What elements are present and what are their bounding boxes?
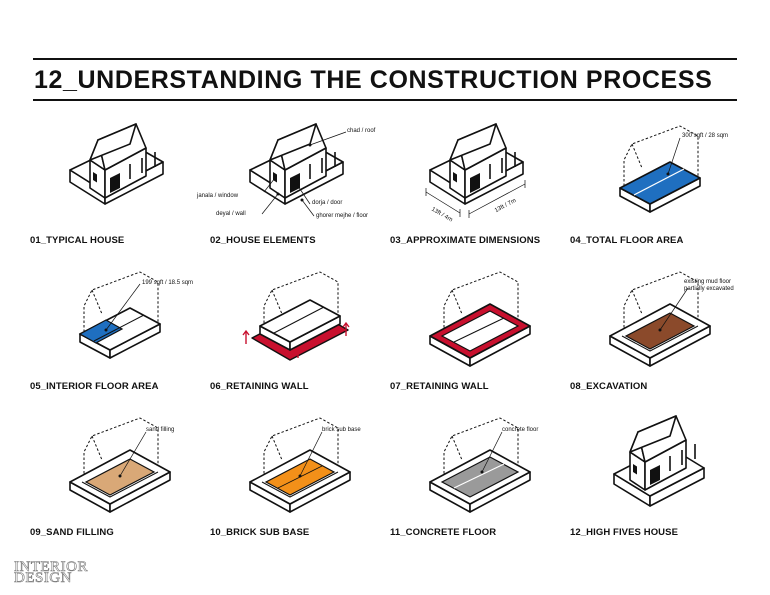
dimensions-drawing: [425, 123, 526, 218]
panel-label: 03_APPROXIMATE DIMENSIONS: [390, 235, 541, 246]
doorway-dark: [470, 173, 480, 193]
annotation-interior-area: 199 sqft / 18.5 sqm: [142, 280, 194, 286]
logo-line-1: INTERIOR: [14, 559, 88, 575]
panel-label: 02_HOUSE ELEMENTS: [210, 235, 316, 246]
retaining-wall-2-drawing: [429, 271, 531, 367]
panel-label: 08_EXCAVATION: [570, 381, 648, 392]
panel-label: 12_HIGH FIVES HOUSE: [570, 527, 679, 538]
panel-concrete-floor: concrete floor 11_CONCRETE FLOOR: [390, 410, 570, 545]
annotation-door: dorja / door: [312, 200, 343, 206]
panel-house-elements: chad / roof janala / window deyal / wall…: [197, 118, 390, 253]
panel-approximate-dimensions: 13ft / 4m 13ft / 7m 03_APPROXIMATE DIMEN…: [390, 118, 570, 253]
panel-label: 04_TOTAL FLOOR AREA: [570, 235, 684, 246]
interior-floor-area-drawing: [78, 271, 161, 359]
brick-sub-base-drawing: [249, 417, 351, 513]
panel-total-floor-area: 300 sqft / 28 sqm 04_TOTAL FLOOR AREA: [570, 118, 750, 253]
high-fives-house-drawing: [613, 415, 705, 507]
total-floor-area-drawing: [619, 125, 701, 213]
title-rule-top: [33, 58, 737, 60]
house-outline-dashed: [623, 125, 699, 186]
doorway-dark: [110, 173, 120, 193]
panel-interior-floor-area: 199 sqft / 18.5 sqm 05_INTERIOR FLOOR AR…: [30, 264, 210, 399]
interior-area-fill: [78, 319, 124, 344]
panel-label: 01_TYPICAL HOUSE: [30, 235, 125, 246]
panel-retaining-wall-2: 07_RETAINING WALL: [390, 264, 570, 399]
retaining-wall-1-drawing: [242, 271, 350, 361]
logo-line-2: DESIGN: [14, 570, 72, 586]
leader-lines: [261, 131, 347, 217]
annotation-wall: deyal / wall: [216, 211, 246, 217]
window-dark: [93, 172, 97, 183]
annotation-total-area: 300 sqft / 28 sqm: [682, 133, 729, 139]
title-rule-bottom: [33, 99, 737, 101]
doorway-dark: [650, 465, 660, 485]
panel-sand-filling: sand filling 09_SAND FILLING: [30, 410, 210, 545]
panel-label: 05_INTERIOR FLOOR AREA: [30, 381, 159, 392]
doorway-dark: [290, 173, 300, 193]
panel-typical-house: 01_TYPICAL HOUSE: [30, 118, 210, 253]
panel-label: 09_SAND FILLING: [30, 527, 114, 538]
interior-design-logo: INTERIOR DESIGN: [14, 559, 88, 586]
panel-retaining-wall-1: 06_RETAINING WALL: [210, 264, 390, 399]
panel-label: 10_BRICK SUB BASE: [210, 527, 310, 538]
panel-label: 06_RETAINING WALL: [210, 381, 309, 392]
dimension-lines: [425, 180, 526, 218]
annotation-excavation-2: partially excavated: [684, 286, 734, 292]
annotation-concrete: concrete floor: [502, 427, 539, 433]
annotation-excavation-1: existing mud floor: [684, 279, 732, 285]
sand-filling-drawing: [69, 417, 171, 513]
floor-area-fill: [619, 161, 701, 205]
page-title: 12_UNDERSTANDING THE CONSTRUCTION PROCES…: [34, 66, 713, 94]
window-dark: [633, 464, 637, 475]
panel-high-fives-house: 12_HIGH FIVES HOUSE: [570, 410, 750, 545]
panel-excavation: existing mud floor partially excavated 0…: [570, 264, 750, 399]
annotation-brick: brick sub base: [322, 427, 361, 433]
raise-arrows: [242, 321, 350, 358]
annotation-floor: ghorer mejhe / floor: [316, 213, 369, 219]
typical-house-drawing: [69, 123, 164, 205]
window-dark: [453, 172, 457, 183]
annotation-sand: sand filling: [146, 427, 175, 433]
annotation-roof: chad / roof: [347, 128, 376, 134]
excavation-drawing: [609, 271, 711, 367]
concrete-floor-drawing: [429, 417, 531, 513]
panel-brick-sub-base: brick sub base 10_BRICK SUB BASE: [210, 410, 390, 545]
house-elements-drawing: [249, 123, 347, 217]
annotation-window: janala / window: [197, 193, 239, 199]
panel-label: 07_RETAINING WALL: [390, 381, 489, 392]
panel-label: 11_CONCRETE FLOOR: [390, 527, 497, 538]
